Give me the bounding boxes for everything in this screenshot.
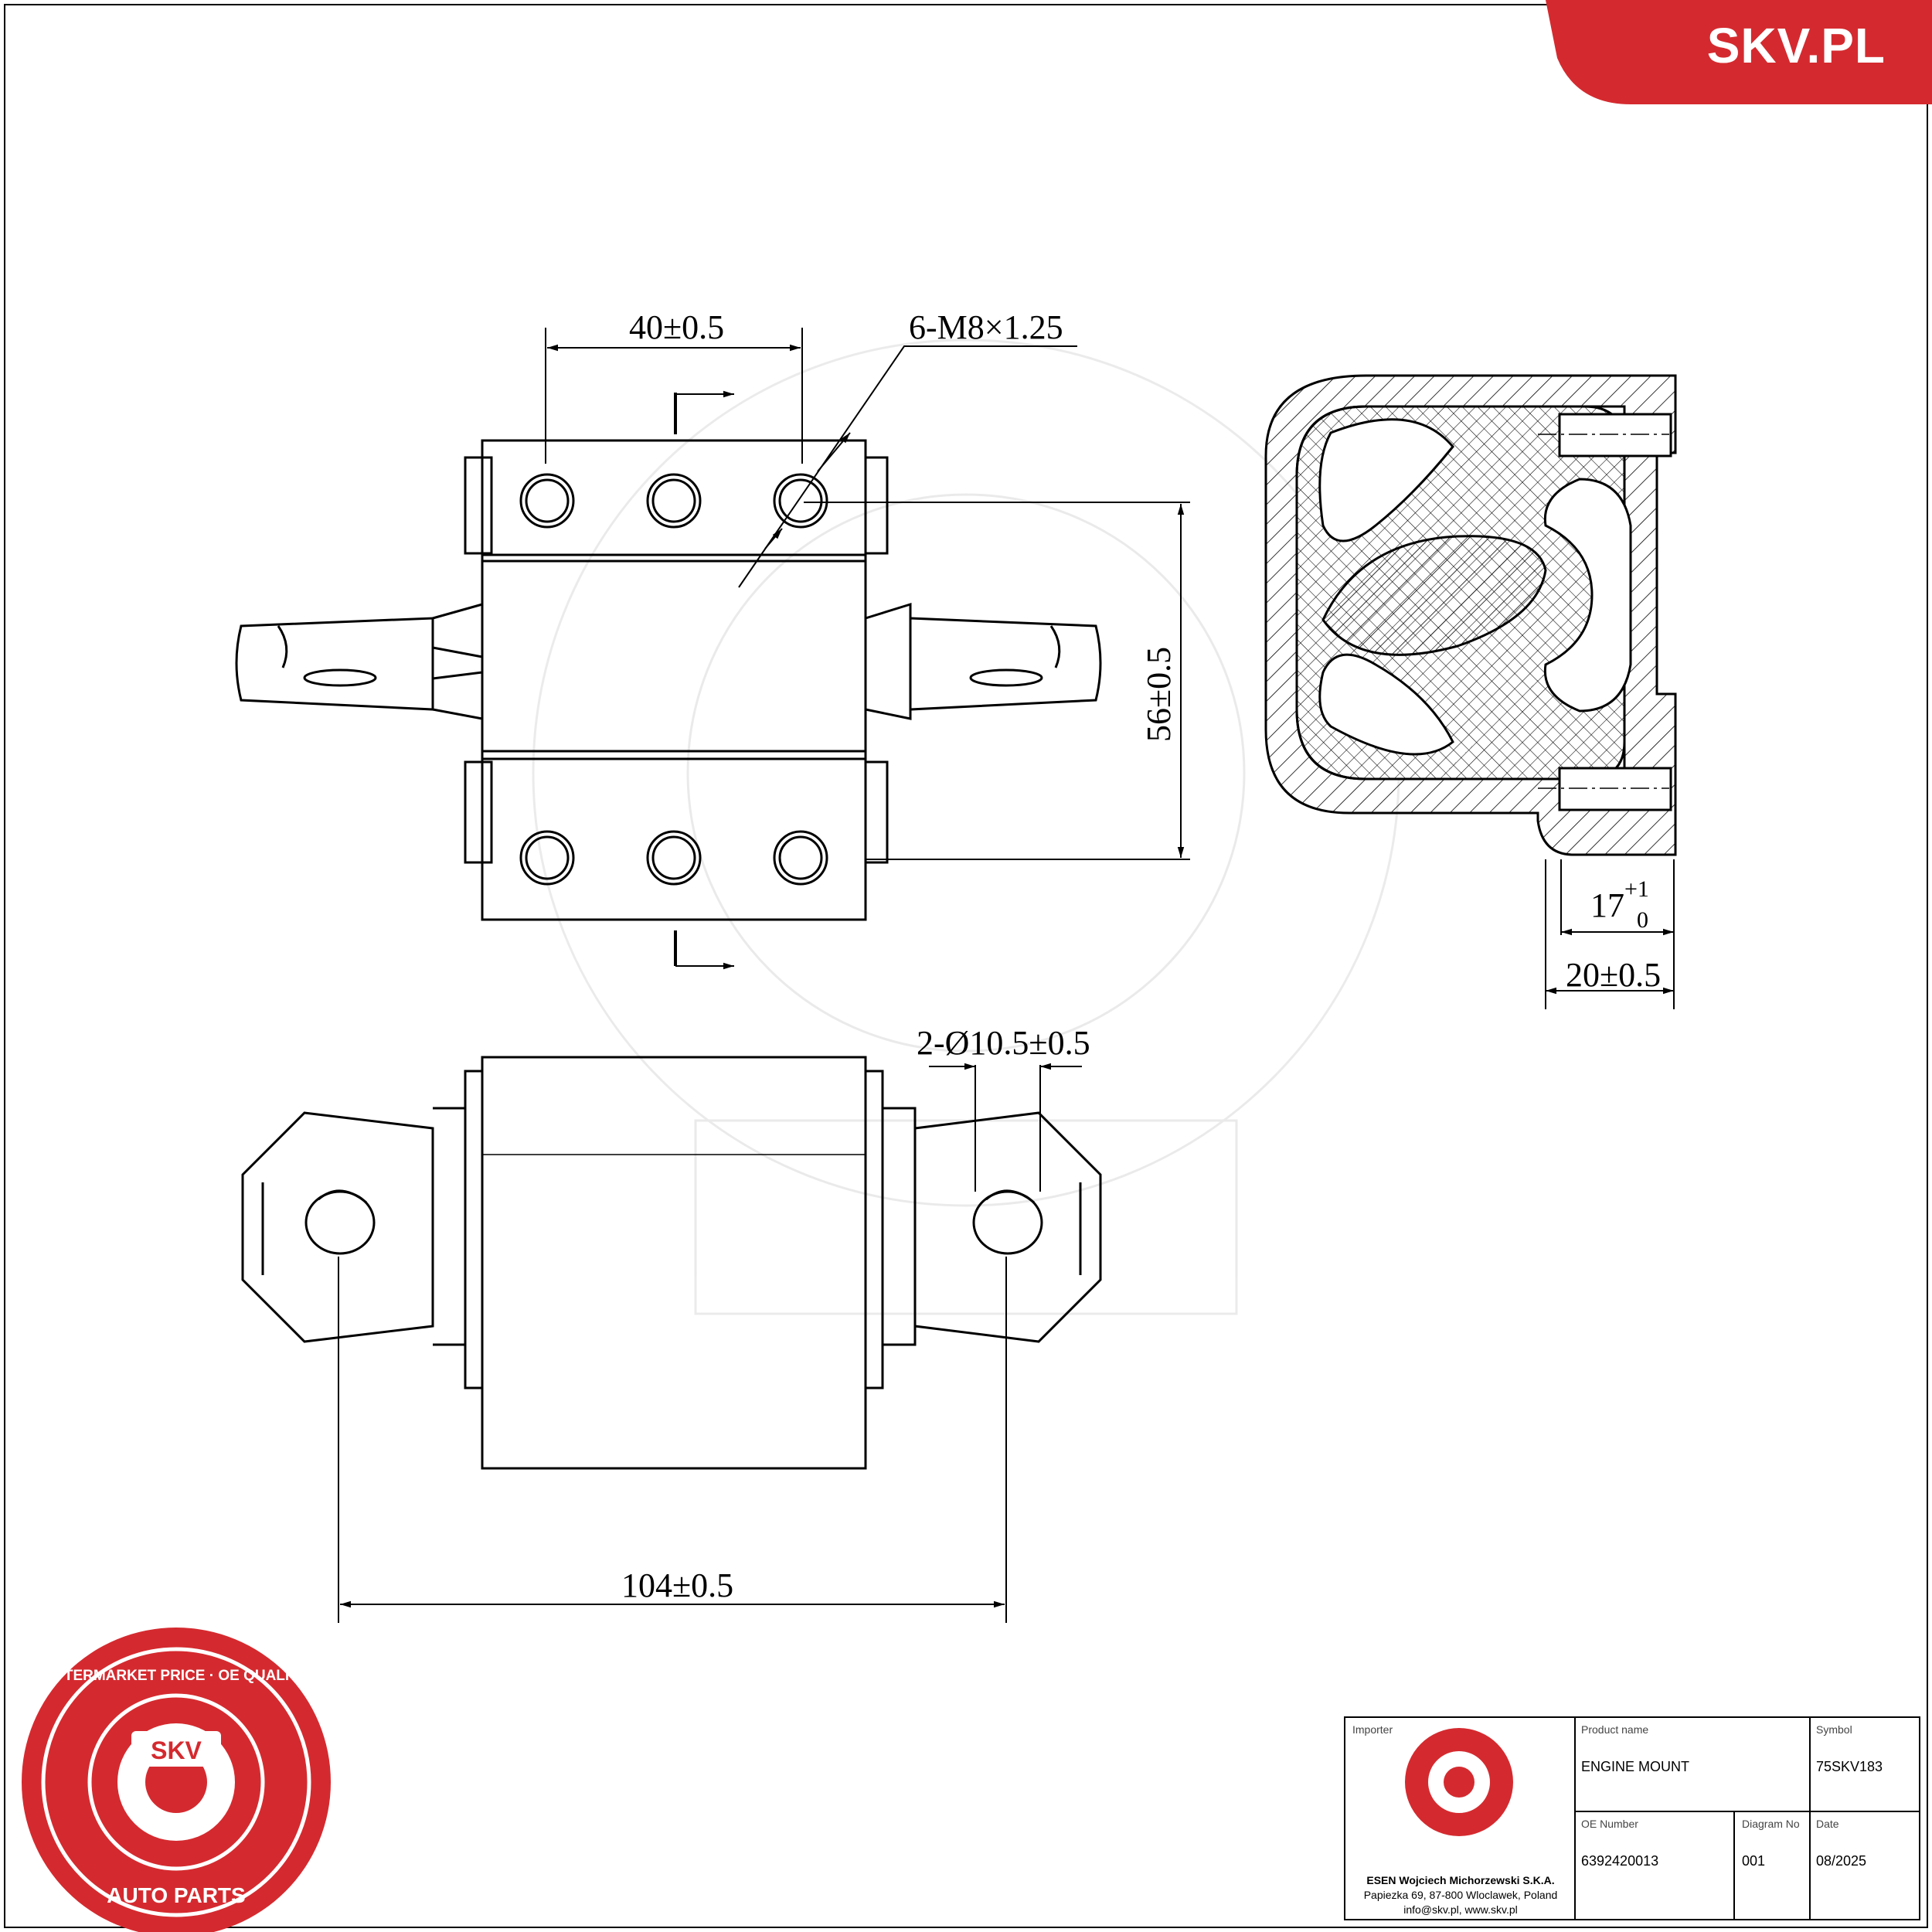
- importer-contact: info@skv.pl, www.skv.pl: [1403, 1903, 1518, 1916]
- section-marks: [674, 390, 734, 970]
- product-name-label: Product name: [1581, 1723, 1649, 1736]
- symbol: 75SKV183: [1816, 1759, 1883, 1774]
- top-view: [235, 439, 1102, 921]
- importer-label: Importer: [1352, 1723, 1393, 1736]
- date-label: Date: [1816, 1818, 1839, 1830]
- oe-number: 6392420013: [1581, 1853, 1659, 1869]
- dim-depth: 17: [1590, 886, 1624, 924]
- title-block: [1344, 1716, 1920, 1920]
- oe-number-label: OE Number: [1581, 1818, 1638, 1830]
- dim-depth-sup: +1: [1624, 876, 1649, 902]
- dim-depth-sub: 0: [1637, 907, 1648, 933]
- dim-height: 56±0.5: [1140, 647, 1178, 742]
- seal-ring-text: AFTERMARKET PRICE · OE QUALITY: [45, 1668, 308, 1684]
- diagram-no: 001: [1742, 1853, 1766, 1869]
- date: 08/2025: [1816, 1853, 1867, 1869]
- importer-name: ESEN Wojciech Michorzewski S.K.A.: [1366, 1874, 1555, 1886]
- importer-info: ESEN Wojciech Michorzewski S.K.A. Papiez…: [1345, 1873, 1577, 1917]
- front-view: [241, 1056, 1102, 1470]
- seal-bottom-text: AUTO PARTS: [107, 1883, 245, 1907]
- section-view: [1264, 374, 1677, 856]
- seal-badge: SKV: [151, 1736, 202, 1764]
- dim-thread: 6-M8×1.25: [909, 308, 1063, 346]
- importer-address: Papiezka 69, 87-800 Wloclawek, Poland: [1363, 1889, 1558, 1901]
- skv-seal: SKV AFTERMARKET PRICE · OE QUALITY AUTO …: [22, 1628, 331, 1932]
- diagram-no-label: Diagram No: [1742, 1818, 1800, 1830]
- section-dims: [1545, 859, 1675, 1009]
- symbol-label: Symbol: [1816, 1723, 1852, 1736]
- dim-mount-spacing: 104±0.5: [621, 1566, 733, 1604]
- brand-corner: [1546, 0, 1932, 104]
- dim-hole-spacing: 40±0.5: [629, 308, 724, 346]
- dim-depth-total: 20±0.5: [1566, 956, 1661, 994]
- page-frame: [4, 4, 1928, 1928]
- top-dims: [545, 328, 1190, 860]
- dim-mount-holes: 2-Ø10.5±0.5: [917, 1024, 1090, 1062]
- front-dims: [338, 1063, 1082, 1623]
- brand-logo: SKV.PL: [1706, 18, 1886, 73]
- product-name: ENGINE MOUNT: [1581, 1759, 1690, 1774]
